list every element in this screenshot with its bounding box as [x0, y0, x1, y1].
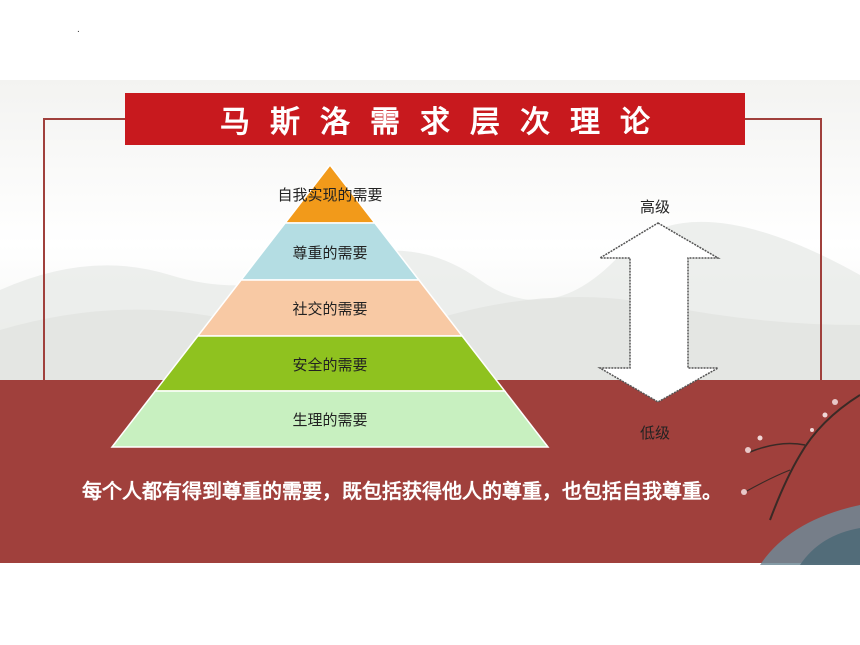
- title-banner: 马斯洛需求层次理论: [125, 93, 745, 145]
- pyramid-tier-5: [110, 390, 550, 448]
- arrow-low-label: 低级: [640, 424, 671, 442]
- pyramid-tier-label-4: 安全的需要: [292, 355, 368, 374]
- arrow-high-label: 高级: [640, 198, 671, 216]
- frame-top-left: [43, 118, 125, 120]
- pyramid-tier-label-1: 自我实现的需要: [277, 186, 383, 204]
- up-down-arrow-icon: [597, 222, 721, 403]
- frame-top-right: [745, 118, 822, 120]
- frame-left: [43, 118, 45, 380]
- page-dot: .: [77, 24, 80, 35]
- pyramid-tier-label-3: 社交的需要: [292, 300, 368, 318]
- page-title: 马斯洛需求层次理论: [220, 105, 670, 140]
- pyramid-tier-label-5: 生理的需要: [292, 411, 368, 429]
- frame-right: [820, 118, 822, 380]
- body-text: 每个人都有得到尊重的需要，既包括获得他人的尊重，也包括自我尊重。: [82, 479, 722, 503]
- pyramid-tier-label-2: 尊重的需要: [292, 243, 368, 262]
